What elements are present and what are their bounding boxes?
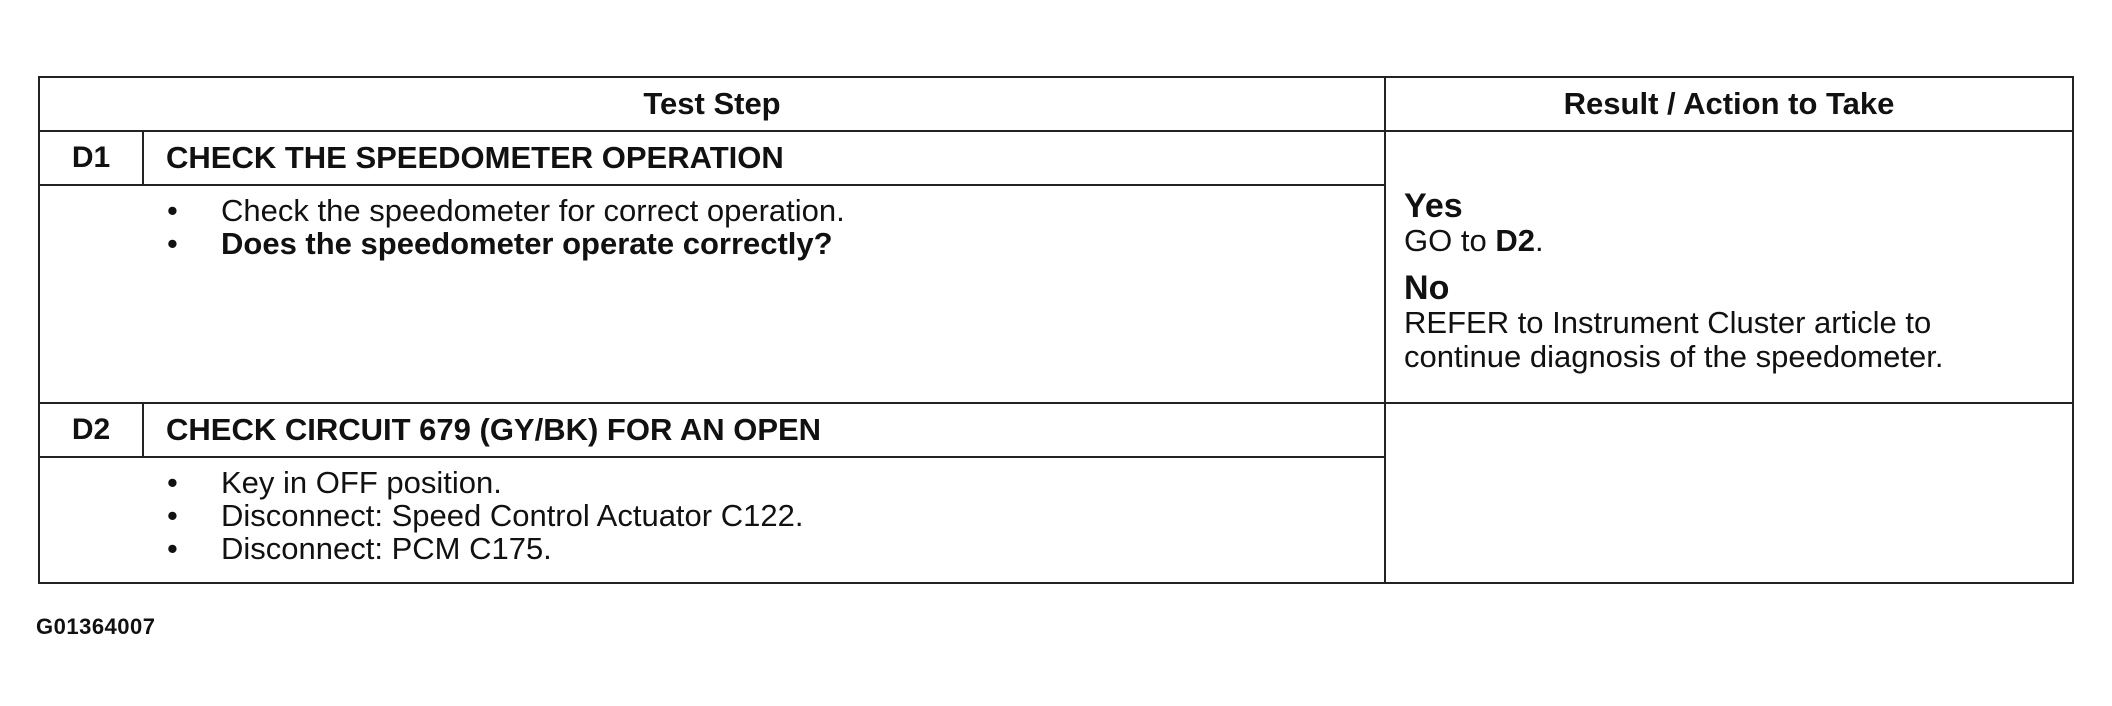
list-item: • Check the speedometer for correct opera… (143, 194, 1384, 227)
result-label: Yes (1404, 187, 1463, 225)
instruction-list: • Key in OFF position. • Disconnect: Speed… (143, 458, 1384, 573)
result-no: No REFER to Instrument Cluster article t… (1404, 270, 2054, 374)
instruction-question: Does the speedometer operate correctly? (221, 226, 833, 261)
result-cell-empty (1384, 402, 2075, 584)
list-item: • Does the speedometer operate correctly? (143, 227, 1384, 260)
table-header-row: Test Step Result / Action to Take (37, 76, 2075, 132)
header-result-action: Result / Action to Take (1384, 76, 2075, 132)
bullet-icon: • (167, 465, 178, 500)
bullet-icon: • (167, 226, 178, 261)
list-item: • Key in OFF position. (143, 466, 1384, 499)
result-text: GO to D2. (1404, 224, 2054, 258)
step-id: D1 (38, 130, 144, 186)
result-text-post: . (1534, 223, 1544, 258)
result-text-pre: GO to (1404, 223, 1496, 258)
header-test-step: Test Step (37, 76, 1387, 132)
step-title-row: D2 CHECK CIRCUIT 679 (GY/BK) FOR AN OPEN (38, 402, 2075, 584)
result-yes: Yes GO to D2. (1404, 188, 2054, 258)
instruction-text: Disconnect: Speed Control Actuator C122. (221, 498, 804, 533)
step-title: CHECK CIRCUIT 679 (GY/BK) FOR AN OPEN (141, 402, 1387, 458)
diagnostic-table-container: Test Step Result / Action to Take D1 CHE… (37, 76, 2075, 584)
result-label: No (1404, 269, 1450, 307)
result-link-step: D2 (1495, 223, 1535, 258)
list-item: • Disconnect: PCM C175. (143, 532, 1384, 565)
step-id-blank (38, 184, 143, 404)
instruction-list: • Check the speedometer for correct opera… (143, 186, 1384, 268)
instruction-text: Key in OFF position. (221, 465, 502, 500)
bullet-icon: • (167, 498, 178, 533)
step-title-row: D1 CHECK THE SPEEDOMETER OPERATION Yes G… (38, 130, 2075, 404)
diagnostic-table: Test Step Result / Action to Take D1 CHE… (37, 76, 2075, 584)
step-instructions: • Check the speedometer for correct opera… (143, 184, 1387, 404)
instruction-text: Check the speedometer for correct operat… (221, 193, 845, 228)
step-instructions: • Key in OFF position. • Disconnect: Speed… (143, 456, 1387, 584)
step-body-row: • Key in OFF position. • Disconnect: Speed… (38, 456, 2073, 584)
instruction-text: Disconnect: PCM C175. (221, 531, 552, 566)
step-id-blank (38, 456, 143, 584)
step-title: CHECK THE SPEEDOMETER OPERATION (141, 130, 1387, 186)
result-text: REFER to Instrument Cluster article to c… (1404, 305, 1944, 374)
figure-id: G01364007 (36, 614, 156, 639)
result-cell: Yes GO to D2. No REFER to Instrument Clu… (1384, 130, 2075, 404)
bullet-icon: • (167, 193, 178, 228)
bullet-icon: • (167, 531, 178, 566)
step-body-row: • Check the speedometer for correct opera… (38, 184, 2073, 404)
list-item: • Disconnect: Speed Control Actuator C122… (143, 499, 1384, 532)
step-id: D2 (38, 402, 144, 458)
